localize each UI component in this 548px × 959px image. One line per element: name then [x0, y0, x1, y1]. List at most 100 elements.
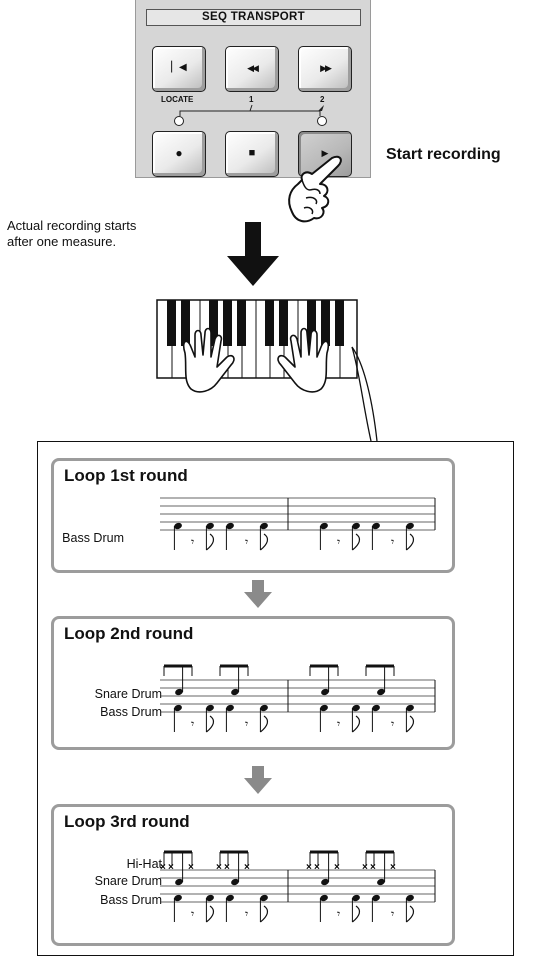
bass-drum-note	[226, 522, 234, 530]
loop-1-title: Loop 1st round	[64, 466, 188, 485]
note-flag	[406, 905, 415, 923]
hi-hat-note: ×	[224, 862, 230, 873]
hi-hat-note: ×	[168, 862, 174, 873]
bass-drum-note	[352, 704, 360, 712]
note-flag	[352, 905, 361, 923]
play-icon: ▶	[321, 148, 329, 158]
eighth-rest: 𝄾	[337, 907, 340, 921]
hi-hat-note: ×	[244, 862, 250, 873]
hi-hat-note: ×	[390, 862, 396, 873]
down-arrow-icon	[227, 222, 279, 286]
eighth-rest: 𝄾	[191, 907, 194, 921]
eighth-rest: 𝄾	[391, 717, 394, 731]
caption-line-1: Actual recording starts	[7, 218, 137, 233]
hi-hat-note: ×	[160, 862, 166, 873]
top-icon: ▏◀	[171, 62, 187, 73]
note-flag	[206, 533, 215, 551]
panel-title: SEQ TRANSPORT	[146, 9, 361, 26]
bass-drum-note	[226, 894, 234, 902]
bass-drum-note	[206, 522, 214, 530]
eighth-rest: 𝄾	[391, 535, 394, 549]
stop-icon: ■	[248, 147, 256, 159]
snare-drum-note	[231, 688, 239, 696]
note-flag	[260, 905, 269, 923]
locate-2-led	[317, 116, 327, 126]
rewind-button[interactable]: ◀◀	[225, 46, 279, 92]
snare-drum-note	[377, 878, 385, 886]
bass-drum-note	[406, 894, 414, 902]
bass-drum-note	[226, 704, 234, 712]
loop-3-track-bass-drum: Bass Drum	[100, 893, 162, 907]
eighth-rest: 𝄾	[337, 535, 340, 549]
bass-drum-note	[206, 704, 214, 712]
loop-2-track-bass-drum: Bass Drum	[100, 705, 162, 719]
bass-drum-note	[320, 522, 328, 530]
rewind-icon: ◀◀	[247, 63, 259, 73]
note-flag	[260, 533, 269, 551]
note-flag	[260, 715, 269, 733]
bass-drum-note	[406, 522, 414, 530]
record-button[interactable]: ●	[152, 131, 206, 177]
loop-2-box: Loop 2nd round Snare Drum Bass Drum	[51, 616, 455, 750]
locate-label: LOCATE	[161, 95, 194, 104]
note-flag	[352, 533, 361, 551]
eighth-rest: 𝄾	[191, 717, 194, 731]
loop-3-track-hi-hat: Hi-Hat	[126, 857, 162, 871]
pressing-hand-icon	[288, 155, 342, 223]
top-button[interactable]: ▏◀	[152, 46, 206, 92]
eighth-rest: 𝄾	[191, 535, 194, 549]
note-flag	[206, 715, 215, 733]
bass-drum-note	[174, 894, 182, 902]
loop-arrow-2-icon	[244, 766, 272, 794]
hi-hat-note: ×	[188, 862, 194, 873]
hi-hat-note: ×	[370, 862, 376, 873]
locate-1-led	[174, 116, 184, 126]
hi-hat-note: ×	[306, 862, 312, 873]
note-flag	[406, 533, 415, 551]
bass-drum-note	[372, 522, 380, 530]
eighth-rest: 𝄾	[391, 907, 394, 921]
eighth-rest: 𝄾	[245, 907, 248, 921]
hi-hat-note: ×	[362, 862, 368, 873]
stop-button[interactable]: ■	[225, 131, 279, 177]
snare-drum-note	[175, 878, 183, 886]
loop-3-staff: 𝄾𝄾××××××𝄾𝄾××××××	[160, 850, 436, 923]
hi-hat-note: ×	[216, 862, 222, 873]
note-flag	[406, 715, 415, 733]
caption: Actual recording starts after one measur…	[7, 218, 207, 250]
loop-2-staff: 𝄾𝄾𝄾𝄾	[160, 664, 436, 733]
fast-forward-button[interactable]: ▶▶	[298, 46, 352, 92]
bass-drum-note	[352, 894, 360, 902]
note-flag	[352, 715, 361, 733]
hi-hat-note: ×	[314, 862, 320, 873]
loop-3-track-snare-drum: Snare Drum	[94, 874, 162, 888]
caption-line-2: after one measure.	[7, 234, 117, 249]
bass-drum-note	[260, 894, 268, 902]
note-flag	[206, 905, 215, 923]
locate-bracket	[179, 104, 324, 116]
record-icon: ●	[175, 146, 183, 160]
loop-1-box: Loop 1st round Bass Drum	[51, 458, 455, 573]
start-recording-label: Start recording	[386, 146, 501, 163]
bass-drum-note	[320, 894, 328, 902]
eighth-rest: 𝄾	[245, 535, 248, 549]
bass-drum-note	[174, 704, 182, 712]
eighth-rest: 𝄾	[337, 717, 340, 731]
loop-1-staff: 𝄾 𝄾 𝄾 𝄾	[160, 497, 436, 551]
fast-forward-icon: ▶▶	[320, 63, 332, 73]
keyboard-icon	[156, 299, 378, 442]
hi-hat-note: ×	[334, 862, 340, 873]
loop-3-box: Loop 3rd round Hi-Hat Snare Drum Bass Dr…	[51, 804, 455, 946]
snare-drum-note	[377, 688, 385, 696]
bass-drum-note	[352, 522, 360, 530]
bass-drum-note	[206, 894, 214, 902]
bass-drum-note	[174, 522, 182, 530]
bass-drum-note	[260, 704, 268, 712]
locate-2-label: 2	[320, 95, 325, 104]
bass-drum-note	[406, 704, 414, 712]
loop-1-track-bass-drum: Bass Drum	[62, 531, 124, 545]
loop-container	[37, 441, 514, 956]
snare-drum-note	[231, 878, 239, 886]
bass-drum-note	[320, 704, 328, 712]
bass-drum-note	[372, 894, 380, 902]
